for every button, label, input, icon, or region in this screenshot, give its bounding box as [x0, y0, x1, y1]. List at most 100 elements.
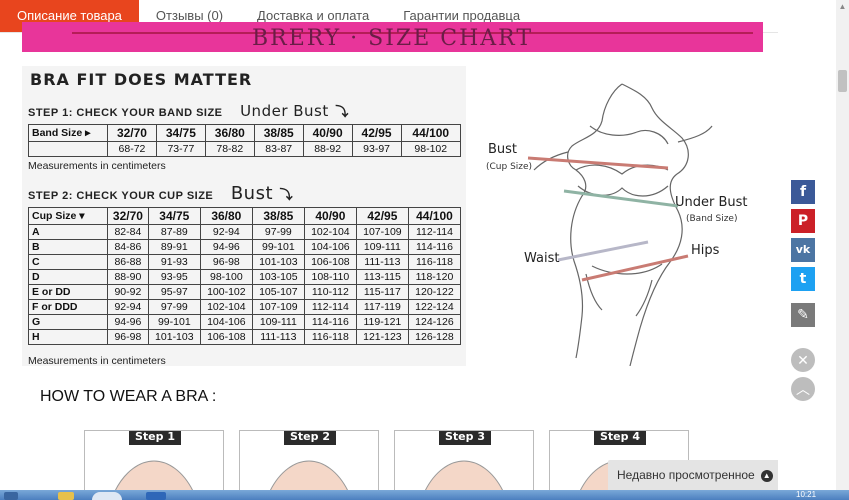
step1-heading: STEP 1: CHECK YOUR BAND SIZE Under Bust …	[28, 101, 349, 120]
close-icon[interactable]: ✕	[791, 348, 815, 372]
cup-size-cell: 94-96	[199, 239, 253, 255]
cup-size-cell: 103-105	[251, 269, 305, 285]
band-size-col: 42/95	[351, 124, 402, 142]
recently-viewed-bar[interactable]: Недавно просмотренное▲	[608, 460, 778, 490]
under-bust-label: Under Bust	[675, 195, 748, 210]
word-icon[interactable]	[146, 492, 166, 500]
cup-label: D	[28, 269, 108, 285]
measurement-note: Measurements in centimeters	[28, 160, 166, 172]
cup-size-cell: 124-126	[407, 314, 462, 330]
recently-viewed-label: Недавно просмотренное	[617, 468, 755, 482]
cup-size-cell: 114-116	[303, 314, 357, 330]
band-size-header: Band Size ▸	[28, 124, 108, 142]
cup-size-cell: 110-112	[303, 284, 357, 300]
cup-size-cell: 118-120	[407, 269, 462, 285]
tab-delivery[interactable]: Доставка и оплата	[257, 8, 370, 23]
cup-size-cell: 102-104	[199, 299, 253, 315]
bust-label: Bust	[488, 142, 518, 157]
tab-reviews[interactable]: Отзывы (0)	[155, 8, 224, 23]
step-badge: Step 3	[439, 431, 491, 445]
curved-arrow-icon: ⤵	[335, 104, 349, 119]
scroll-up-arrow-icon[interactable]: ▲	[838, 2, 847, 11]
cup-size-cell: 112-114	[303, 299, 357, 315]
cup-size-cell: 92-94	[199, 224, 253, 240]
tab-guarantees[interactable]: Гарантии продавца	[403, 8, 521, 23]
cup-size-cell: 104-106	[303, 239, 357, 255]
curved-arrow-icon: ⤵	[279, 187, 294, 202]
cup-size-cell: 107-109	[251, 299, 305, 315]
hips-label: Hips	[691, 243, 720, 258]
scrollbar-thumb[interactable]	[838, 70, 847, 92]
banner-divider	[72, 32, 753, 34]
step2-hand-label: Bust	[230, 183, 274, 204]
band-size-empty	[28, 141, 108, 157]
cup-size-cell: 90-92	[107, 284, 149, 300]
size-chart-banner: BRERY · SIZE CHART	[22, 22, 763, 52]
cup-size-col: 44/100	[407, 207, 462, 225]
step-illustration	[269, 460, 349, 491]
step-illustration	[114, 460, 194, 491]
cup-size-cell: 99-101	[147, 314, 201, 330]
facebook-icon[interactable]: f	[791, 180, 815, 204]
cup-size-cell: 126-128	[407, 329, 462, 345]
cup-size-cell: 116-118	[407, 254, 462, 270]
cup-size-col: 32/70	[107, 207, 149, 225]
folder-icon[interactable]	[58, 492, 74, 500]
page-scrollbar[interactable]	[836, 0, 849, 490]
cup-size-col: 40/90	[303, 207, 357, 225]
cup-size-col: 42/95	[355, 207, 409, 225]
cup-size-cell: 112-114	[407, 224, 462, 240]
band-size-cell: 68-72	[107, 141, 157, 157]
step1-label: STEP 1: CHECK YOUR BAND SIZE	[28, 107, 223, 119]
cup-label: E or DD	[28, 284, 108, 300]
cup-size-cell: 96-98	[199, 254, 253, 270]
step-badge: Step 1	[129, 431, 181, 445]
cup-label: A	[28, 224, 108, 240]
step-card: Step 3	[394, 430, 534, 491]
cup-size-cell: 109-111	[251, 314, 305, 330]
cup-size-cell: 96-98	[107, 329, 149, 345]
cup-size-cell: 98-100	[199, 269, 253, 285]
twitter-icon[interactable]: t	[791, 267, 815, 291]
cup-label: B	[28, 239, 108, 255]
bust-sublabel: (Cup Size)	[486, 162, 533, 172]
band-size-table: Band Size ▸ 32/70 34/75 36/80 38/85 40/9…	[28, 124, 462, 157]
band-size-cell: 83-87	[253, 141, 304, 157]
band-size-cell: 98-102	[400, 141, 462, 157]
cup-label: G	[28, 314, 108, 330]
under-bust-sublabel: (Band Size)	[686, 214, 738, 224]
scroll-to-top-icon[interactable]: ︿	[791, 377, 815, 401]
cup-size-cell: 86-88	[107, 254, 149, 270]
band-size-col: 34/75	[155, 124, 206, 142]
cup-size-cell: 100-102	[199, 284, 253, 300]
cup-size-cell: 93-95	[147, 269, 201, 285]
cup-size-cell: 101-103	[251, 254, 305, 270]
cup-size-cell: 95-97	[147, 284, 201, 300]
band-size-col: 44/100	[400, 124, 462, 142]
start-button-icon[interactable]	[4, 492, 18, 500]
cup-size-cell: 97-99	[147, 299, 201, 315]
step-illustration	[424, 460, 504, 491]
cup-size-col: 36/80	[199, 207, 253, 225]
cup-size-cell: 111-113	[251, 329, 305, 345]
step-card: Step 1	[84, 430, 224, 491]
cup-size-cell: 113-115	[355, 269, 409, 285]
cup-size-cell: 94-96	[107, 314, 149, 330]
size-chart-image: BRA FIT DOES MATTER STEP 1: CHECK YOUR B…	[22, 66, 466, 367]
chart-title: BRA FIT DOES MATTER	[30, 70, 253, 89]
vk-icon[interactable]: vk	[791, 238, 815, 262]
step2-label: STEP 2: CHECK YOUR CUP SIZE	[28, 190, 214, 202]
cup-size-cell: 115-117	[355, 284, 409, 300]
step-card: Step 2	[239, 430, 379, 491]
cup-size-cell: 101-103	[147, 329, 201, 345]
cup-size-cell: 111-113	[355, 254, 409, 270]
browser-icon[interactable]	[92, 492, 122, 500]
pencil-icon[interactable]: ✎	[791, 303, 815, 327]
cup-size-cell: 116-118	[303, 329, 357, 345]
pinterest-icon[interactable]: P	[791, 209, 815, 233]
